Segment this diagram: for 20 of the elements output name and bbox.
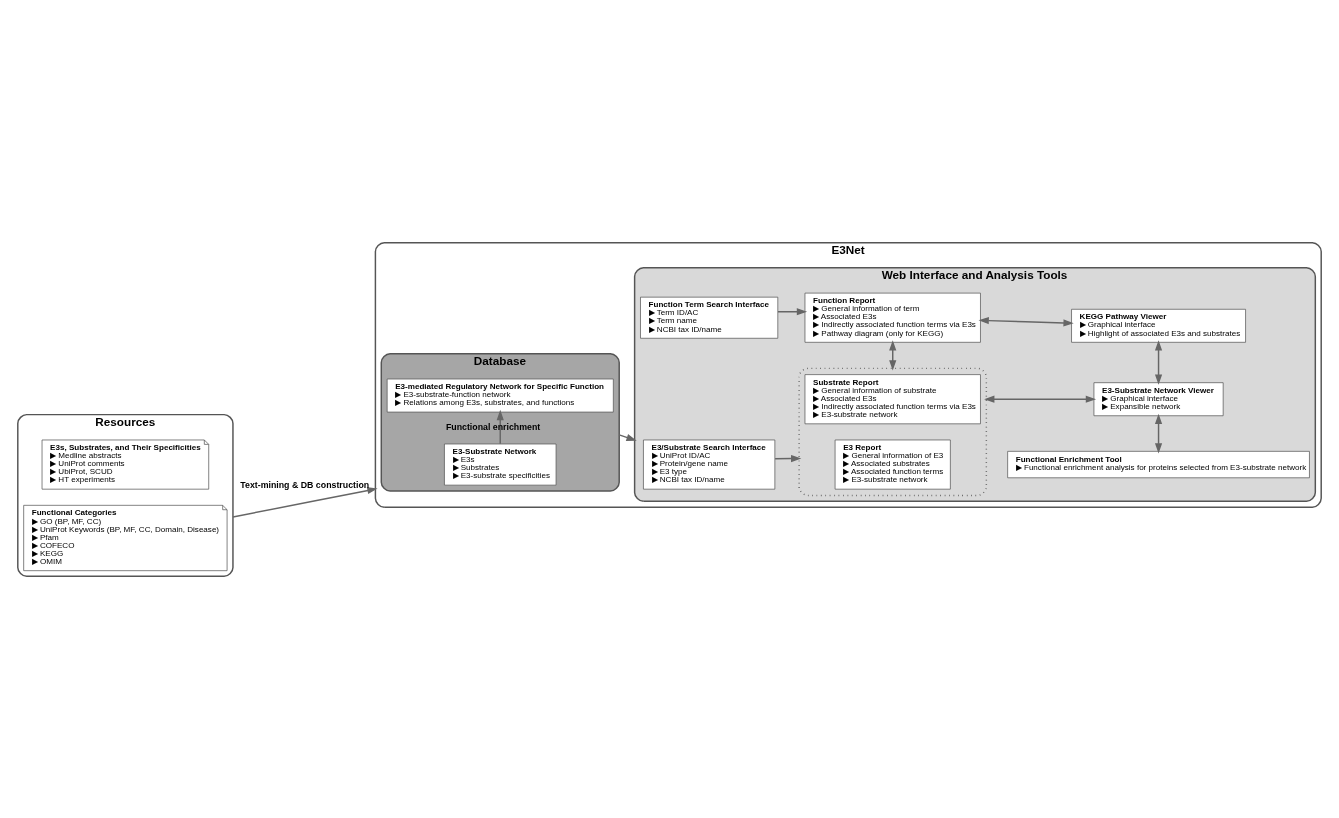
arrow	[984, 395, 1097, 403]
node-box: Substrate Report ▶ General information of substrate ▶ Associated E3s ▶ Indirectly associated function terms via E3s ▶ E3-substrate network	[804, 373, 981, 424]
node-box: KEGG Pathway Viewer ▶ Graphical interface ▶ Highlight of associated E3s and substrates	[1071, 308, 1246, 343]
node-box: E3-mediated Regulatory Network for Specific Function ▶ E3-substrate-function network ▶ Relations among E3s, substrates, and functions	[386, 378, 614, 412]
edge-label: Functional enrichment	[445, 421, 541, 432]
arrow	[232, 486, 378, 518]
edge-label: Text-mining & DB construction	[240, 479, 370, 490]
node-box: E3-Substrate Network ▶ E3s ▶ Substrates ▶ E3-substrate specificities	[444, 443, 557, 485]
node-box: E3/Substrate Search Interface ▶ UniProt ID/AC ▶ Protein/gene name ▶ E3 type ▶ NCBI tax ID/name	[643, 439, 776, 490]
arrow	[777, 307, 808, 315]
cluster	[798, 367, 988, 496]
node-box: E3 Report ▶ General information of E3 ▶ Associated substrates ▶ Associated function terms ▶ E3-substrate network	[834, 439, 951, 490]
node-box: E3-Substrate Network Viewer ▶ Graphical interface ▶ Expansible network	[1093, 381, 1224, 416]
arrow	[978, 316, 1074, 326]
node-box: Function Term Search Interface ▶ Term ID/AC ▶ Term name ▶ NCBI tax ID/name	[640, 296, 779, 339]
arrow	[1154, 339, 1163, 385]
arrow	[496, 409, 504, 445]
arrow	[1154, 413, 1163, 454]
node-box: Functional Enrichment Tool ▶ Functional enrichment analysis for proteins selected from E3-substrate network	[1007, 450, 1310, 478]
node-box: Function Report ▶ General information of term ▶ Associated E3s ▶ Indirectly associated function terms via E3s ▶ Pathway diagram (only for KEGG)	[804, 292, 981, 343]
